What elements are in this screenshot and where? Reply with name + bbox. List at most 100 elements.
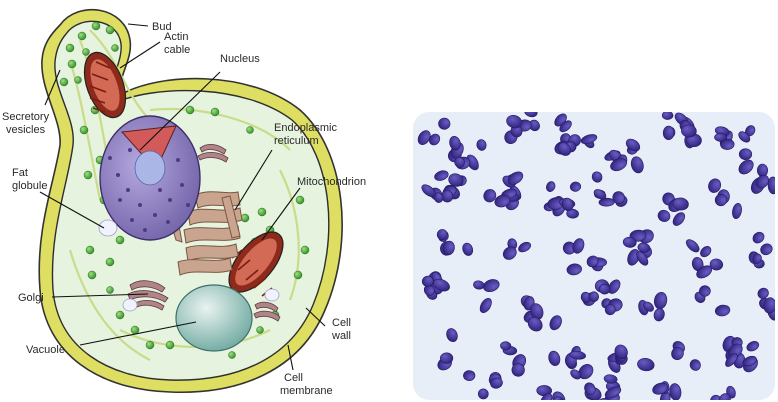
stained-yeast-cell: [490, 377, 503, 389]
stained-yeast-cell: [429, 133, 441, 146]
stained-yeast-cell: [738, 131, 751, 143]
stained-yeast-cell: [671, 346, 684, 361]
stained-yeast-cell: [700, 246, 712, 258]
label-mitochondrion: Mitochondrion: [297, 176, 366, 188]
stained-yeast-cell: [719, 393, 731, 400]
label-actin-2: cable: [164, 44, 190, 56]
stained-yeast-cell: [604, 386, 622, 399]
stained-yeast-cell: [572, 238, 585, 254]
stained-yeast-cell: [586, 255, 599, 268]
stained-yeast-cell: [473, 280, 485, 290]
stained-yeast-cell: [657, 209, 671, 222]
stained-yeast-cell: [630, 156, 644, 174]
stained-yeast-cell: [720, 138, 735, 150]
stained-yeast-cell: [524, 112, 538, 118]
label-actin-1: Actin: [164, 31, 188, 43]
vacuole: [175, 284, 253, 352]
stained-yeast-cell: [449, 136, 461, 151]
stained-yeast-cell: [559, 120, 572, 133]
stained-yeast-cell: [518, 241, 532, 253]
stained-yeast-cell: [752, 231, 765, 244]
stained-yeast-cell: [570, 369, 582, 380]
yeast-cell-diagram: Bud Actin cable Nucleus Secretory vesicl…: [2, 9, 366, 397]
stained-yeast-cell: [500, 341, 512, 351]
stained-yeast-cell: [643, 301, 654, 312]
stained-yeast-cell: [672, 197, 689, 211]
stained-yeast-cell: [637, 358, 655, 372]
stained-yeast-cell: [738, 148, 753, 161]
nucleus: [99, 115, 201, 241]
stained-yeast-cell: [421, 184, 436, 198]
stained-yeast-cell: [546, 181, 556, 192]
stained-yeast-cell: [433, 278, 450, 292]
stained-yeast-cell: [463, 370, 476, 382]
stained-yeast-cell: [527, 316, 543, 332]
stained-yeast-cell: [767, 176, 775, 195]
stained-yeast-cell: [714, 304, 731, 317]
stained-yeast-cell: [446, 328, 458, 343]
mitochondrion-top: [83, 51, 127, 119]
stained-yeast-cell: [738, 159, 754, 175]
stained-yeast-cell: [557, 142, 572, 156]
stained-yeast-cell: [580, 134, 598, 145]
label-membrane-2: membrane: [280, 385, 333, 397]
yeast-micrograph: [413, 112, 775, 400]
stained-yeast-cell: [554, 399, 567, 400]
stained-yeast-cell: [483, 189, 497, 203]
stained-yeast-cell: [561, 197, 574, 212]
label-fat-2: globule: [12, 180, 47, 192]
stained-yeast-cell: [732, 202, 742, 220]
stained-yeast-cell: [689, 359, 701, 371]
label-cellwall-1: Cell: [332, 317, 351, 329]
stained-yeast-cell: [714, 133, 727, 142]
stained-yeast-cell: [636, 251, 649, 266]
stained-yeast-cell: [494, 194, 511, 208]
stained-yeast-cell: [625, 138, 641, 152]
stained-yeast-cell: [584, 382, 596, 396]
stained-yeast-cell: [566, 208, 579, 219]
stained-yeast-cell: [483, 279, 500, 293]
stained-yeast-cell: [598, 283, 611, 295]
stained-yeast-cell: [502, 246, 517, 260]
stained-yeast-cell: [569, 181, 582, 192]
stained-yeast-cell: [614, 344, 628, 360]
leader-lines: [39, 23, 326, 371]
stained-yeast-cell: [433, 192, 444, 203]
stained-yeast-cell: [746, 341, 760, 352]
stained-yeast-cell: [725, 353, 738, 367]
stained-yeast-cell: [506, 115, 523, 129]
stained-yeast-cell: [612, 191, 625, 204]
label-secretory-2: vesicles: [6, 124, 46, 136]
stained-yeast-cell: [604, 304, 616, 316]
stained-yeast-cell: [476, 139, 487, 151]
stained-yeast-cell: [653, 308, 665, 322]
nucleus-cutaway: [120, 125, 177, 171]
label-nucleus: Nucleus: [220, 53, 260, 65]
stained-yeast-cell: [540, 393, 553, 400]
label-bud: Bud: [152, 21, 172, 33]
stained-yeast-cell: [507, 171, 524, 185]
stained-yeast-cell: [440, 352, 454, 364]
stained-yeast-cell: [511, 363, 525, 377]
stained-yeast-cell: [438, 117, 451, 130]
stained-yeast-cell: [549, 315, 562, 331]
stained-yeast-cell: [591, 171, 603, 183]
stained-yeast-cell: [479, 298, 492, 313]
stained-yeast-cell: [752, 253, 762, 264]
stained-yeast-cell: [610, 158, 627, 172]
stained-yeast-cell: [709, 258, 724, 271]
stained-yeast-cell: [434, 170, 449, 181]
stained-yeast-cell: [593, 189, 607, 200]
stained-yeast-cell: [548, 350, 561, 366]
label-er-1: Endoplasmic: [274, 122, 337, 134]
stained-yeast-cell: [436, 229, 448, 241]
yeast-cell-cluster: [417, 112, 775, 400]
stained-yeast-cell: [757, 287, 769, 299]
stained-yeast-cell: [552, 396, 564, 400]
stained-yeast-cell: [454, 156, 465, 168]
label-golgi: Golgi: [18, 292, 44, 304]
stained-yeast-cell: [672, 212, 686, 226]
stained-yeast-cell: [566, 263, 582, 276]
stained-yeast-cell: [477, 388, 489, 400]
